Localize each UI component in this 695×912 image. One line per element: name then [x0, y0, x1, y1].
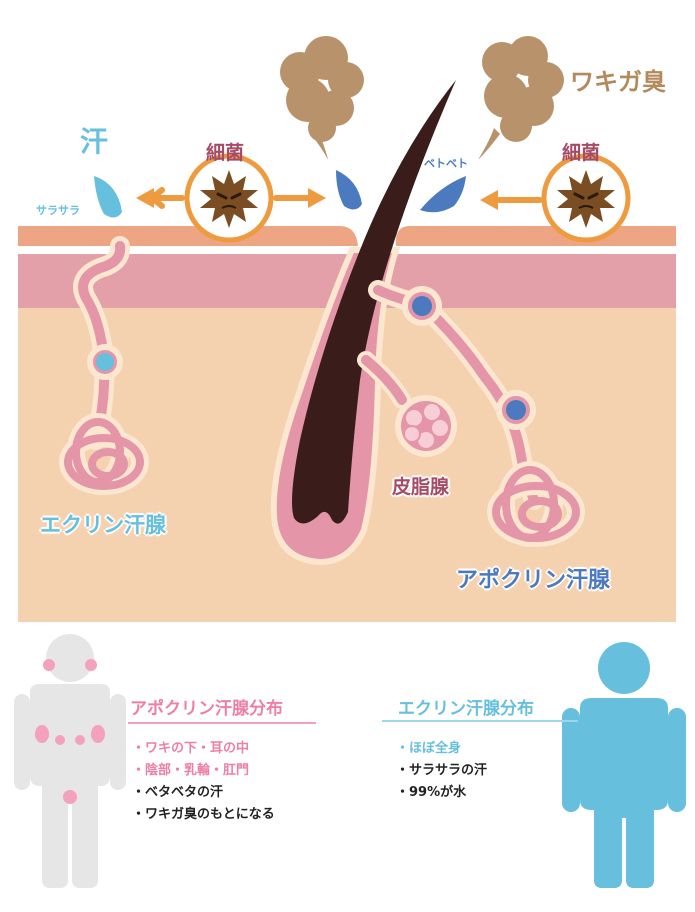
list-item: ・ワキの下・耳の中 — [132, 741, 250, 756]
odor-cloud-left — [280, 36, 364, 160]
smooth-sweat-label: サラサラ — [36, 204, 80, 217]
bacteria-right-icon — [541, 153, 631, 243]
hair-strand — [292, 80, 456, 524]
sticky-sweat-drop-right — [420, 176, 466, 213]
apocrine-spots — [35, 659, 105, 804]
sweat-label: 汗 — [80, 125, 109, 158]
sticky-sweat-label: ベトベト — [424, 157, 468, 170]
list-item: ・ほぼ全身 — [396, 741, 462, 756]
apocrine-coil — [487, 461, 585, 547]
eccrine-coil — [59, 413, 149, 495]
list-item: ・陰部・乳輪・肛門 — [132, 763, 250, 778]
smooth-sweat-drop — [94, 176, 122, 218]
list-item: ・サラサラの汗 — [396, 763, 488, 778]
apocrine-card-title: アポクリン汗腺分布 — [130, 699, 283, 719]
person-apocrine-figure — [14, 634, 126, 888]
sebaceous-label: 皮脂腺 — [392, 476, 450, 498]
eccrine-label: エクリン汗腺 — [40, 513, 166, 537]
list-item: ・ベタベタの汗 — [132, 785, 224, 800]
eccrine-card-list: ・ほぼ全身 ・サラサラの汗 ・99%が水 — [396, 738, 487, 804]
epidermis-left — [18, 226, 358, 246]
epidermis-right — [395, 226, 676, 246]
odor-label: ワキガ臭 — [570, 68, 666, 96]
apocrine-card-list: ・ワキの下・耳の中 ・陰部・乳輪・肛門 ・ベタベタの汗 ・ワキガ臭のもとになる — [132, 738, 275, 826]
list-item: ・ワキガ臭のもとになる — [132, 807, 275, 822]
apocrine-card-divider — [128, 722, 316, 724]
eccrine-duct — [78, 241, 126, 445]
arrow-left-icon — [149, 187, 185, 209]
person-eccrine-figure — [562, 642, 686, 888]
sticky-sweat-drop-left — [336, 170, 362, 210]
eccrine-card-divider — [382, 720, 578, 722]
apocrine-label: アポクリン汗腺 — [456, 568, 611, 593]
list-item: ・99%が水 — [396, 785, 467, 800]
eccrine-card-title: エクリン汗腺分布 — [398, 699, 534, 719]
bacteria-left-icon — [184, 153, 274, 243]
bacteria-left-label: 細菌 — [206, 142, 245, 164]
odor-cloud-right — [478, 36, 564, 160]
bacteria-right-label: 細菌 — [562, 142, 601, 164]
